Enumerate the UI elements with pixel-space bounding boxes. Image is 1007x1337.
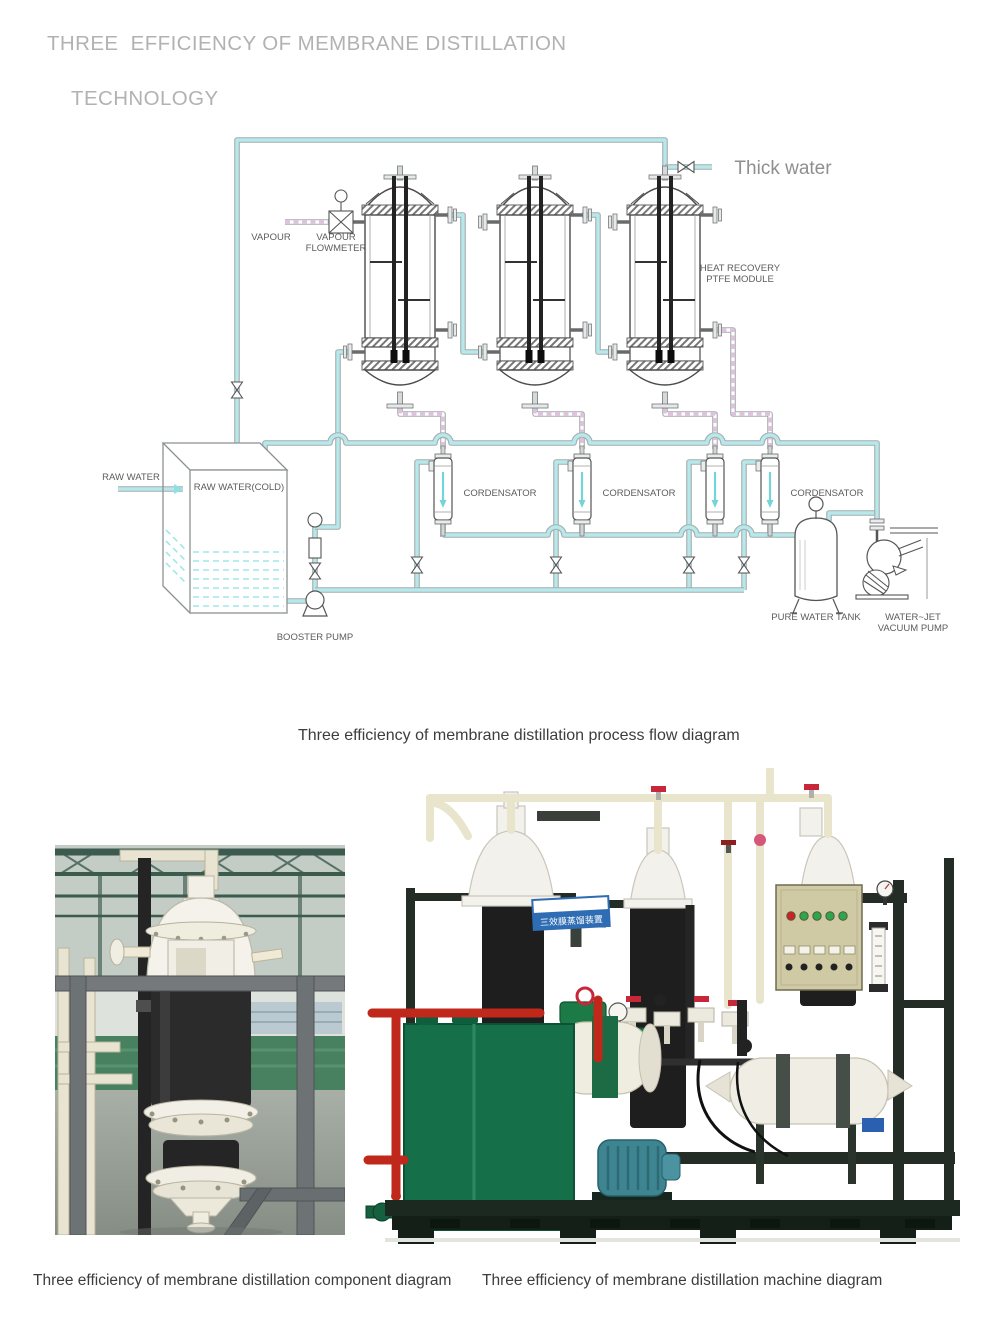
membrane-module-1 [341, 164, 459, 410]
indicator-light-green [799, 911, 809, 921]
motor [592, 1139, 681, 1210]
flowmeter-icon [328, 189, 354, 234]
gauge-and-flowtube [869, 880, 894, 992]
condensator-label-2: CORDENSATOR [602, 488, 675, 499]
indicator-light-green [838, 911, 848, 921]
component-caption: Three efficiency of membrane distillatio… [33, 1272, 452, 1289]
valve-handles [651, 784, 819, 853]
raw-water-cold-label: RAW WATER(COLD) [194, 482, 284, 493]
vapour-label: VAPOUR [251, 232, 291, 243]
heat-recovery-label-2: PTFE MODULE [706, 274, 774, 285]
process-flow-diagram: Thick water VAPOUR VAPOUR FLOWMETER HEAT… [102, 120, 949, 643]
metal-frame [55, 975, 345, 1235]
component-photo [55, 845, 345, 1235]
green-tank [403, 1011, 575, 1231]
machine-sign: 三效膜蒸馏装置 [531, 894, 611, 932]
membrane-module-3 [606, 164, 724, 410]
page-title: THREE EFFICIENCY OF MEMBRANE DISTILLATIO… [47, 30, 567, 141]
booster-pump [302, 590, 328, 617]
valve-icon [230, 381, 244, 399]
page-title-line2: TECHNOLOGY [71, 87, 219, 111]
valve-icon [549, 556, 563, 574]
water-jet-label-1: WATER~JET [885, 612, 941, 623]
valve-icon [737, 556, 751, 574]
vapour-flowmeter-label-1: VAPOUR [316, 232, 356, 243]
membrane-module-2 [476, 164, 594, 410]
valve-icon [308, 562, 322, 580]
process-flow-caption: Three efficiency of membrane distillatio… [298, 727, 740, 744]
rotameter [307, 512, 323, 559]
membrane-component [109, 875, 284, 1234]
condensator-label-1: CORDENSATOR [463, 488, 536, 499]
water-headers [265, 435, 877, 535]
skid-base [385, 1200, 960, 1244]
valve-icon [410, 556, 424, 574]
vacuum-pump [855, 518, 938, 600]
indicator-light-red [786, 911, 796, 921]
shadow [119, 1227, 283, 1235]
machine-caption: Three efficiency of membrane distillatio… [482, 1272, 883, 1289]
page-title-line1: THREE EFFICIENCY OF MEMBRANE DISTILLATIO… [47, 32, 567, 55]
indicator-light-green [812, 911, 822, 921]
cream-pipes [426, 768, 832, 1009]
thick-water-label: Thick water [734, 158, 832, 179]
flow-arrow [174, 484, 183, 494]
indicator-light-green [825, 911, 835, 921]
booster-pump-label: BOOSTER PUMP [277, 632, 354, 643]
valve-icon [682, 556, 696, 574]
raw-water-tank [161, 442, 289, 614]
control-panel [775, 884, 863, 991]
horizontal-membrane-vessel [696, 1000, 913, 1184]
vapour-flowmeter-label-2: FLOWMETER [306, 243, 367, 254]
heat-recovery-label-1: HEAT RECOVERY [700, 263, 781, 274]
raw-water-label: RAW WATER [102, 472, 160, 483]
sign-text: 三效膜蒸馏装置 [540, 913, 604, 927]
black-membrane-cylinder [151, 986, 251, 1108]
valve-icon [677, 160, 695, 174]
shadow [385, 1238, 960, 1242]
red-pipes [363, 995, 603, 1201]
pure-water-tank [790, 496, 843, 614]
pure-water-tank-label: PURE WATER TANK [771, 612, 861, 623]
condensator-label-3: CORDENSATOR [790, 488, 863, 499]
water-jet-label-2: VACUUM PUMP [878, 623, 949, 634]
machine-photo: 三效膜蒸馏装置 [363, 768, 960, 1244]
